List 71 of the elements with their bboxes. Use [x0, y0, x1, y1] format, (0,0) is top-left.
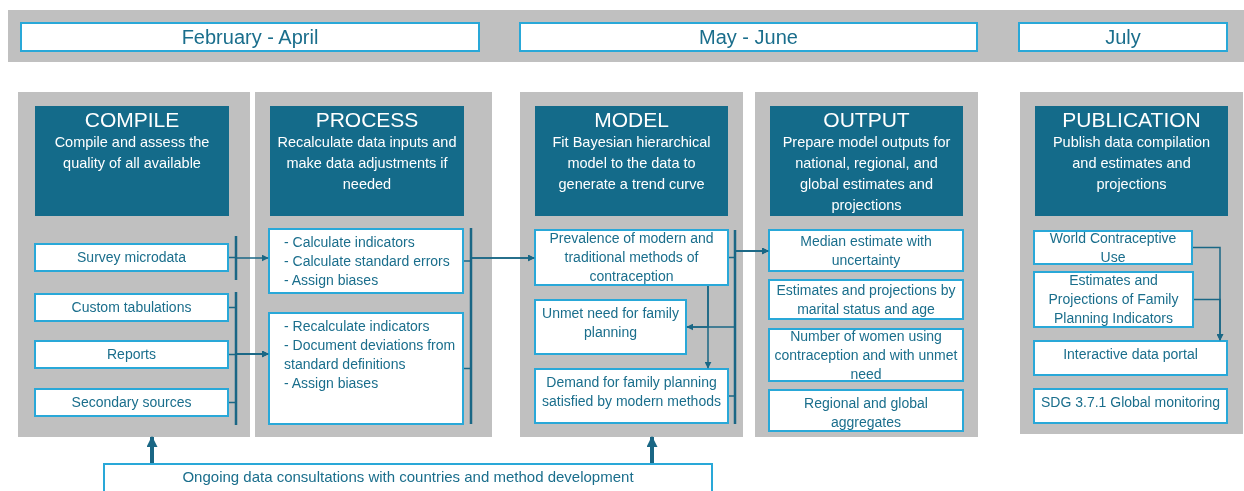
- box-label: Secondary sources: [71, 393, 192, 412]
- step-box: [534, 368, 729, 424]
- step-box: [768, 229, 964, 272]
- step-box: [1033, 271, 1194, 328]
- arrow: [1193, 298, 1224, 341]
- box-label: Unmet need for family planning: [541, 304, 680, 342]
- box-label: Estimates and Projections of Family Planning Indicators: [1047, 271, 1180, 328]
- box-label: Estimates and projections by marital status and age: [775, 280, 957, 319]
- arrow: [728, 247, 769, 397]
- column-header: [270, 106, 464, 216]
- box-label: Prevalence of modern and traditional methods of contraception: [548, 229, 715, 286]
- arrow: [646, 435, 658, 463]
- column-panel: [755, 92, 978, 437]
- column-panel: [255, 92, 492, 437]
- step-box: [768, 389, 964, 432]
- arrow: [463, 254, 535, 370]
- column-title: OUTPUT: [823, 108, 910, 132]
- bullet-item: - Calculate indicators: [284, 232, 415, 252]
- arrow: [228, 254, 269, 262]
- column-description: Publish data compilation and estimates and projections: [1051, 133, 1212, 194]
- box-label: July: [1105, 25, 1141, 49]
- arrow: [228, 350, 269, 404]
- bullet-item: - Assign biases: [284, 374, 379, 393]
- box-label: World Contraceptive Use: [1048, 228, 1178, 267]
- step-box: [534, 299, 687, 355]
- period-box: [519, 22, 978, 52]
- step-box: [34, 243, 229, 272]
- box-label: Number of women using contraception and with unmet need: [773, 326, 959, 384]
- column-panel: [18, 92, 250, 437]
- arrow: [704, 285, 712, 369]
- box-label: Custom tabulations: [71, 298, 192, 317]
- box-label: Interactive data portal: [1063, 345, 1198, 364]
- column-title: COMPILE: [84, 108, 180, 132]
- column-title: MODEL: [594, 108, 669, 132]
- column-description: Prepare model outputs for national, regional, and global estimates and projections: [781, 133, 952, 215]
- note-box: [103, 463, 713, 491]
- step-box: [1033, 340, 1228, 376]
- box-label: Reports: [107, 345, 156, 364]
- column-title: PROCESS: [315, 108, 419, 132]
- column-header: [1035, 106, 1228, 216]
- step-box: [1033, 388, 1228, 424]
- bullet-item: - Assign biases: [284, 270, 379, 290]
- column-panel: [520, 92, 743, 437]
- step-box: [1033, 230, 1193, 265]
- box-label: February - April: [181, 25, 319, 49]
- column-header: [535, 106, 728, 216]
- column-header: [35, 106, 229, 216]
- step-box: [268, 228, 464, 294]
- period-box: [1018, 22, 1228, 52]
- step-box: [34, 293, 229, 322]
- bullet-item: - Calculate standard errors: [284, 251, 450, 271]
- column-title: PUBLICATION: [1062, 108, 1201, 132]
- box-label: Median estimate with uncertainty: [799, 231, 933, 270]
- box-label: Demand for family planning satisfied by modern methods: [541, 373, 722, 411]
- step-box: [268, 312, 464, 425]
- box-label: Regional and global aggregates: [803, 394, 929, 432]
- step-box: [34, 388, 229, 417]
- step-box: [34, 340, 229, 369]
- box-label: Ongoing data consultations with countries and method development: [182, 468, 634, 485]
- arrow: [146, 435, 158, 463]
- bullet-item: - Document deviations from standard definitions: [284, 336, 457, 374]
- column-panel: [1020, 92, 1243, 434]
- bullet-item: - Recalculate indicators: [284, 317, 430, 336]
- column-header: [770, 106, 963, 216]
- box-label: Survey microdata: [77, 248, 186, 267]
- box-label: SDG 3.7.1 Global monitoring: [1041, 393, 1220, 412]
- box-label: May - June: [699, 25, 798, 49]
- column-description: Fit Bayesian hierarchical model to the data to generate a trend curve: [551, 133, 712, 194]
- period-box: [20, 22, 480, 52]
- column-description: Recalculate data inputs and make data adjustments if needed: [276, 133, 458, 194]
- column-description: Compile and assess the quality of all available: [53, 133, 211, 173]
